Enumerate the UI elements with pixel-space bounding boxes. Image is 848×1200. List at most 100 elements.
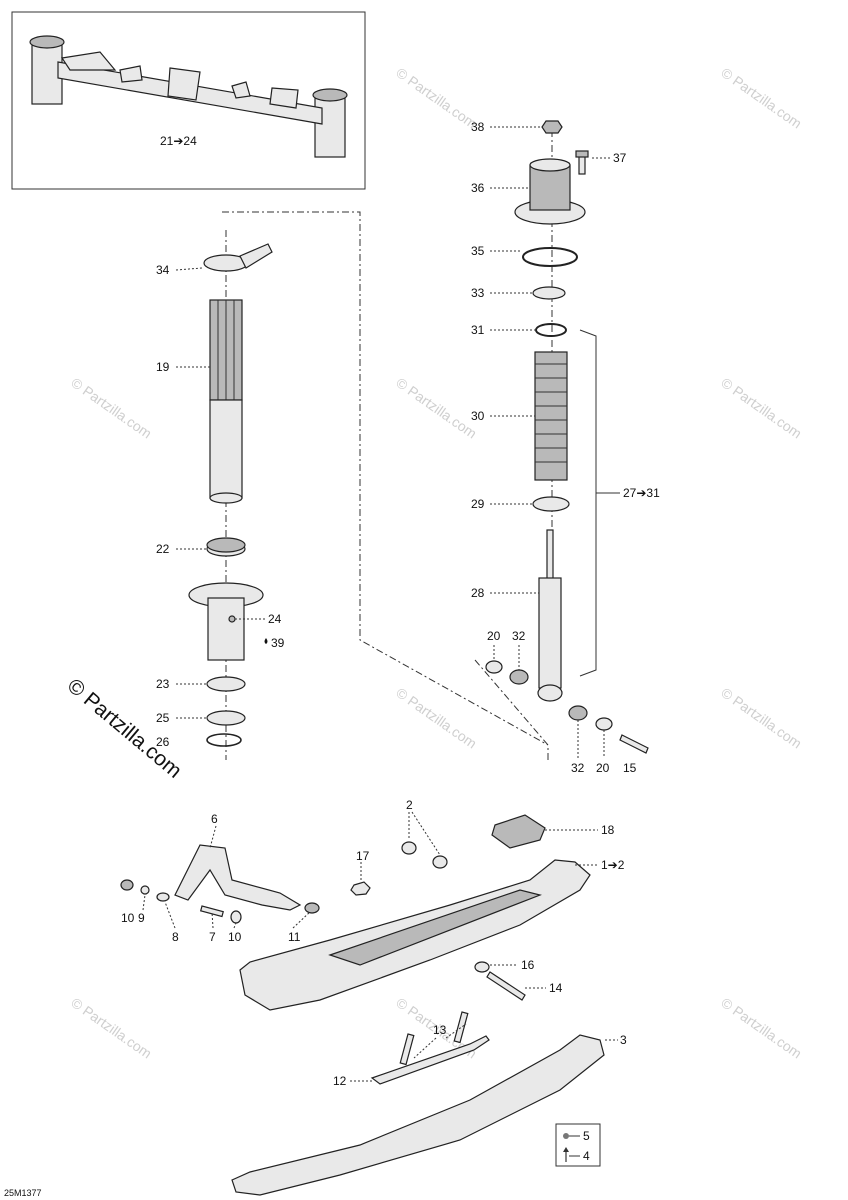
callout-32: 32 — [571, 761, 585, 775]
callout-38: 38 — [471, 120, 485, 134]
shock-eyelet — [537, 684, 563, 702]
right-spindle-tube — [314, 94, 346, 158]
screw-icon — [578, 155, 586, 175]
nut-icon — [563, 1133, 569, 1139]
watermark: © Partzilla.com — [393, 64, 479, 131]
beam-bracket-right — [269, 87, 299, 109]
callout-37: 37 — [613, 151, 627, 165]
oil-drop-icon — [264, 638, 268, 644]
watermark: © Partzilla.com — [718, 684, 804, 751]
ski-bushing — [401, 841, 417, 855]
washer — [485, 660, 503, 674]
washer — [140, 885, 150, 895]
pivot-pin — [619, 734, 649, 754]
coil-spring — [534, 351, 568, 481]
beam-bracket-left — [60, 51, 117, 71]
watermark: © Partzilla.com — [393, 684, 479, 751]
watermark: © Partzilla.com — [718, 374, 804, 441]
bushing — [120, 879, 134, 891]
upper-mount-top — [529, 158, 571, 172]
washer — [595, 717, 613, 731]
watermark: © Partzilla.com — [68, 994, 154, 1061]
assembly-guide-line — [222, 211, 549, 746]
crossmember-inset: 21➔24 — [11, 11, 366, 190]
ski-bushing — [432, 855, 448, 869]
spacer — [568, 705, 588, 721]
bolt — [199, 905, 224, 918]
callout-10: 10 — [228, 930, 242, 944]
shock-rod — [546, 529, 554, 581]
upper-bushing-top — [206, 537, 246, 553]
callout-21-24: 21➔24 — [160, 134, 197, 148]
callout-23: 23 — [156, 677, 170, 691]
grease-fitting — [228, 615, 236, 623]
callout-17: 17 — [356, 849, 370, 863]
spindle-assembly: 34 19 22 24 39 23 25 26 — [156, 243, 285, 749]
callout-36: 36 — [471, 181, 485, 195]
beam-tab — [231, 81, 251, 99]
watermark: © Partzilla.com — [393, 374, 479, 441]
callout-22: 22 — [156, 542, 170, 556]
watermark: © Partzilla.com — [68, 374, 154, 441]
inset-frame — [11, 11, 366, 190]
callout-27-31: 27➔31 — [623, 486, 660, 500]
callout-4: 4 — [583, 1149, 590, 1163]
callout-33: 33 — [471, 286, 485, 300]
lower-spring-seat — [532, 496, 570, 512]
callout-18: 18 — [601, 823, 615, 837]
callout-9: 9 — [138, 911, 145, 925]
watermark: © Partzilla.com — [718, 64, 804, 131]
beam-bracket-center — [167, 67, 201, 101]
nut — [304, 902, 320, 914]
assembly-guide-line — [474, 659, 549, 760]
washer — [474, 961, 490, 973]
callout-3: 3 — [620, 1033, 627, 1047]
callout-15: 15 — [623, 761, 637, 775]
spring-washer — [532, 286, 566, 300]
left-tube-top — [29, 35, 65, 49]
callout-13: 13 — [433, 1023, 447, 1037]
callout-14: 14 — [549, 981, 563, 995]
callout-11: 11 — [288, 930, 301, 944]
shock-assembly: 38 37 36 35 33 31 30 27➔31 29 28 20 32 3… — [471, 120, 660, 775]
bushing — [230, 910, 242, 924]
callout-7: 7 — [209, 930, 216, 944]
callout-6: 6 — [211, 812, 218, 826]
callout-29: 29 — [471, 497, 485, 511]
spindle-bottom — [209, 492, 243, 504]
ski-bumper-pad — [491, 814, 546, 849]
upper-mount-cup — [529, 164, 571, 211]
callout-10: 10 — [121, 911, 135, 925]
nut-icon — [350, 881, 371, 896]
callout-31: 31 — [471, 323, 485, 337]
diagram-code: 25M1377 — [4, 1188, 42, 1198]
callout-12: 12 — [333, 1074, 347, 1088]
spindle-housing — [207, 597, 245, 661]
callout-35: 35 — [471, 244, 485, 258]
right-tube-top — [312, 88, 348, 102]
group-bracket — [579, 329, 597, 677]
runner-stud — [399, 1033, 415, 1066]
runner-stud — [453, 1011, 469, 1044]
ski-mount-ribs — [328, 889, 542, 966]
spacer — [509, 669, 529, 685]
callout-26: 26 — [156, 735, 170, 749]
callout-24: 24 — [268, 612, 282, 626]
callout-19: 19 — [156, 360, 170, 374]
watermark: © Partzilla.com — [718, 994, 804, 1061]
lower-bushing-2 — [206, 710, 246, 726]
retaining-clip — [522, 247, 578, 267]
spindle-shaft — [209, 399, 243, 499]
callout-1-2: 1➔2 — [601, 858, 625, 872]
lower-bushing — [206, 676, 246, 692]
callout-2: 2 — [406, 798, 413, 812]
circlip — [206, 733, 242, 747]
callout-30: 30 — [471, 409, 485, 423]
arrow-icon — [563, 1147, 569, 1152]
spring-retainer — [535, 323, 567, 337]
ski-runner — [370, 1035, 490, 1085]
callout-5: 5 — [583, 1129, 590, 1143]
steering-arm — [239, 243, 273, 269]
nut — [156, 892, 170, 902]
